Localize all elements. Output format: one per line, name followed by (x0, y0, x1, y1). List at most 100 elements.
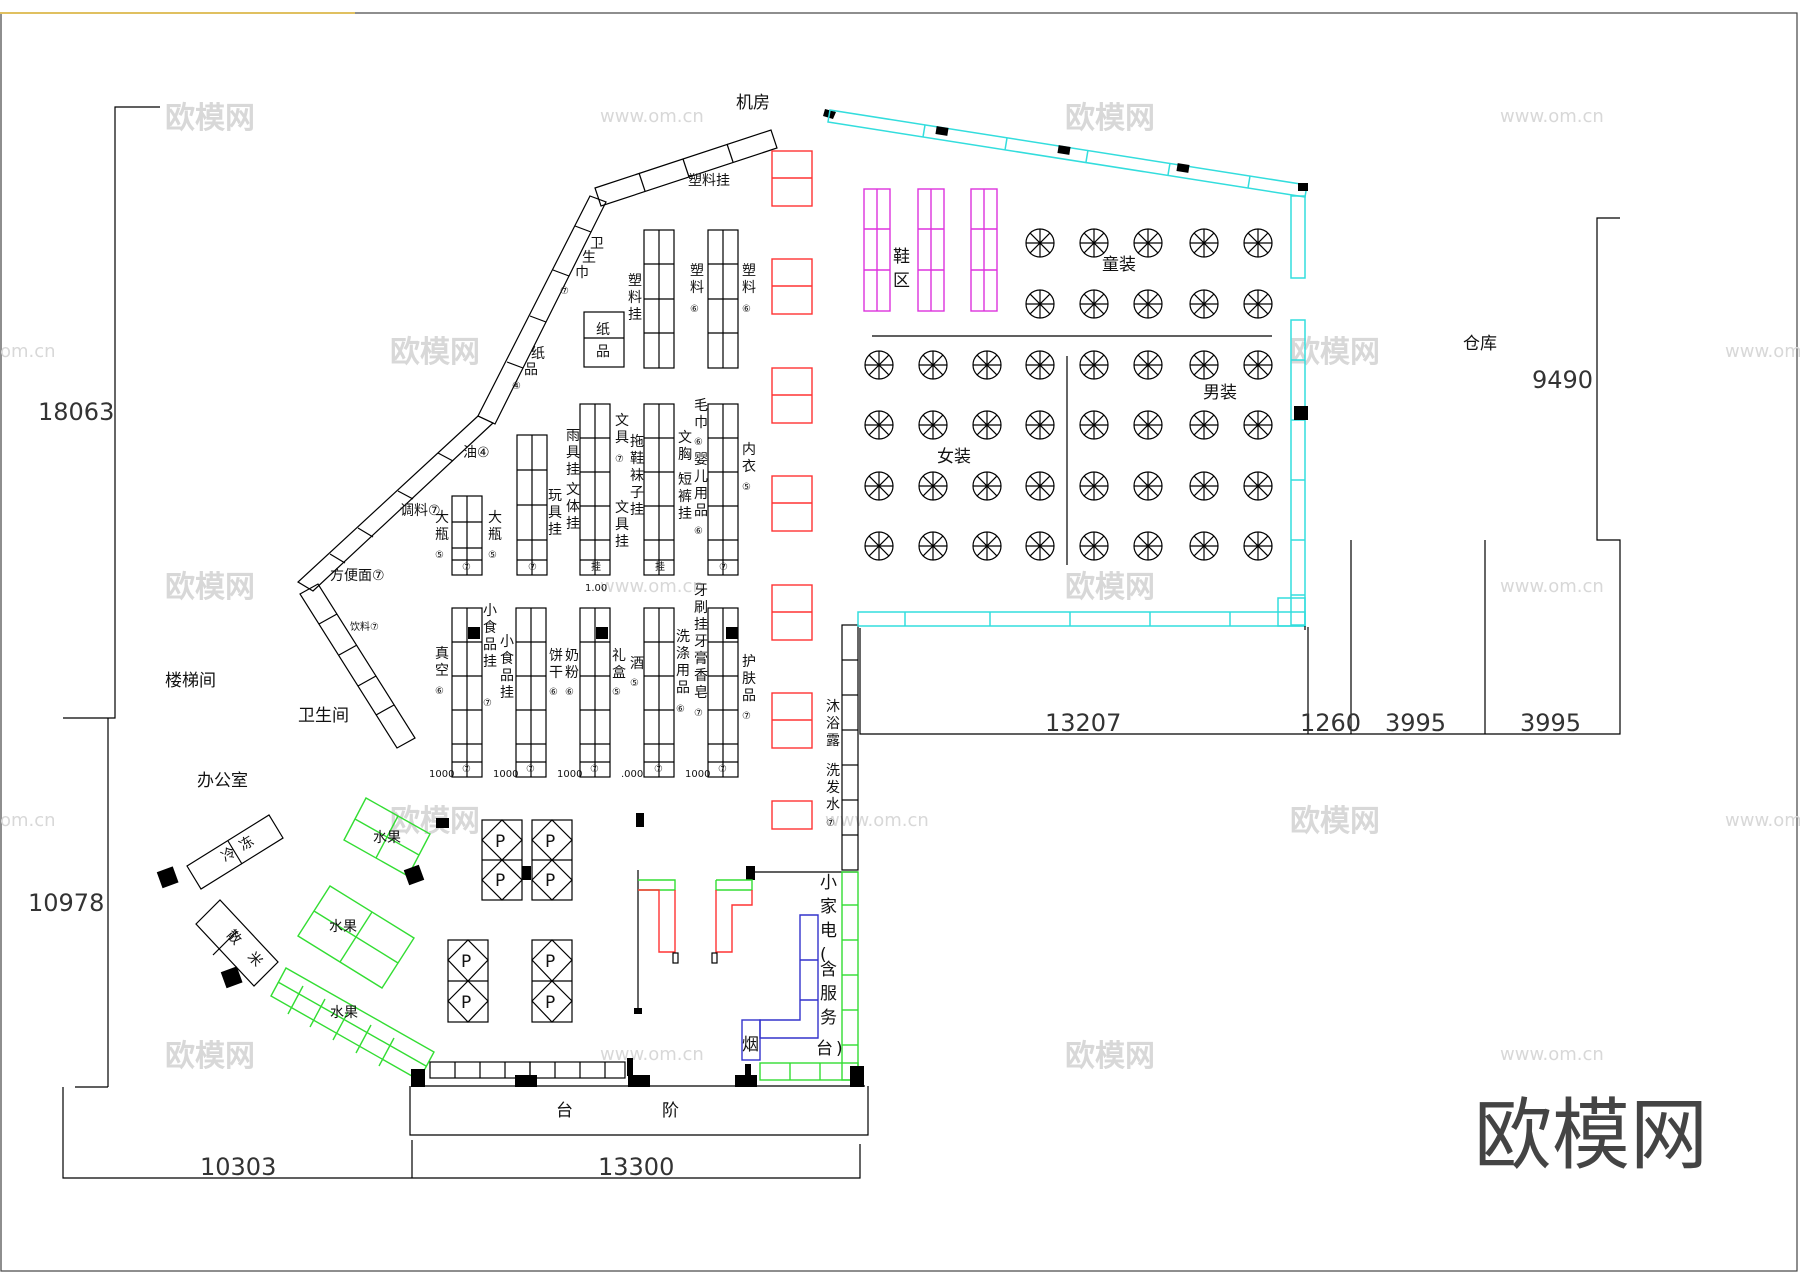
dim-right-3: 3995 (1385, 709, 1446, 737)
dim-bottom-center: 13300 (598, 1153, 674, 1181)
dim-left-top: 18063 (38, 398, 114, 426)
watermark-url: www.om.cn (600, 106, 704, 127)
label-socks: 子 (630, 485, 644, 501)
label-detergent: 品 (676, 680, 690, 696)
label-stationery2: 文 (615, 500, 629, 516)
watermark-url: www.om.cn (825, 810, 929, 831)
label-p: P (495, 832, 505, 852)
label-snacks2: 品 (500, 668, 514, 684)
label-bigvolume1: 瓶 (435, 527, 449, 543)
watermark-text: 欧模网 (1065, 1039, 1155, 1074)
label-wine: 酒 (630, 656, 644, 672)
label-stationery: 文 (615, 413, 629, 429)
label-toothpaste: ⑦ (694, 708, 703, 719)
label-plastic1: 塑 (628, 273, 642, 289)
watermark-text: 欧模网 (165, 570, 255, 605)
label-skincare: ⑦ (742, 711, 751, 722)
label-toothpaste: 膏 (694, 650, 708, 667)
label-paper: ④ (512, 381, 521, 392)
label-slippers: 拖 (630, 434, 644, 450)
label-baby: 用 (694, 486, 708, 502)
label-bigvolume2: 大 (488, 510, 502, 526)
shelf-tag: ⑦ (528, 562, 537, 573)
label-vacuum: 真 (435, 646, 449, 662)
label-service: 务 (820, 1008, 837, 1028)
label-paper-box: 品 (596, 344, 610, 360)
label-gift: 盒 (612, 664, 626, 681)
label-plastic2: 料 (690, 280, 704, 296)
shelf-paper-box (583, 311, 625, 368)
label-rain-gear: 具 (566, 445, 580, 461)
spacing-label: 1000 (493, 769, 518, 780)
label-stationery-body: 文 (566, 482, 580, 498)
clothing-rack (1243, 350, 1273, 380)
clothing-rack (972, 531, 1002, 561)
label-socks: 袜 (630, 468, 644, 484)
label-bath: 露 (826, 733, 840, 749)
clothing-wall (827, 109, 1308, 630)
label-womens: 女装 (937, 447, 971, 467)
label-service: 电 (820, 921, 837, 941)
spacing-label: 1000 (685, 769, 710, 780)
label-plastic-hang: 塑料挂 (688, 173, 730, 189)
clothing-rack (918, 471, 948, 501)
label-detergent: 洗 (676, 629, 690, 645)
label-milk: 粉 (565, 665, 579, 681)
label-biscuits: 饼 (549, 648, 563, 664)
label-service: ) (836, 1039, 843, 1059)
watermark-url: www.om.cn (600, 1044, 704, 1065)
clothing-rack (1243, 531, 1273, 561)
drawing-frame (0, 12, 1798, 1272)
site-logo: 欧模网 (1474, 1091, 1708, 1181)
label-plastic3: 塑 (742, 263, 756, 279)
clothing-rack (1079, 410, 1109, 440)
label-snacks2: 小 (500, 634, 514, 650)
label-wine: ⑤ (630, 678, 639, 689)
perimeter-shelf-left-upper (477, 195, 607, 425)
clothing-rack (1025, 289, 1055, 319)
label-snacks1: 小 (483, 603, 497, 619)
clothing-rack (864, 531, 894, 561)
label-baby: ⑥ (694, 526, 703, 537)
clothing-rack (972, 471, 1002, 501)
label-shoes: 鞋 (893, 247, 910, 267)
clothing-rack (1133, 471, 1163, 501)
label-service: ( (820, 945, 827, 965)
label-skincare: 品 (742, 688, 756, 704)
clothing-rack (864, 471, 894, 501)
clothing-rack (1189, 350, 1219, 380)
perimeter-shelf-left-diagonal (297, 415, 495, 592)
label-service: 服 (820, 984, 837, 1004)
clothing-rack (1079, 289, 1109, 319)
label-bigvolume2: ⑤ (488, 550, 497, 561)
red-lane-blocks (771, 150, 813, 830)
shelf-tag: 挂 (655, 560, 665, 573)
label-p: P (545, 993, 555, 1013)
label-shorts: 短 (678, 472, 692, 488)
label-office: 办公室 (197, 771, 248, 791)
label-service: 小 (820, 873, 837, 893)
label-rice: 米 (244, 949, 265, 970)
watermark-url: www.om.cn (1500, 1044, 1604, 1065)
label-steps: 阶 (662, 1101, 679, 1121)
label-bigvolume2: 瓶 (488, 527, 502, 543)
dim-bottom-left: 10303 (200, 1153, 276, 1181)
label-baby: 品 (694, 503, 708, 519)
label-toothbrush: 挂 (694, 617, 708, 633)
clothing-rack (1133, 350, 1163, 380)
label-toys: 具 (548, 505, 562, 521)
label-sanitary: 巾 (575, 265, 589, 281)
label-stairwell: 楼梯间 (165, 671, 216, 691)
label-fruit: 水果 (330, 1005, 358, 1021)
label-toothpaste: 皂 (694, 685, 708, 701)
spacing-label: 1000 (557, 769, 582, 780)
label-stationery2: 挂 (615, 534, 629, 550)
label-bigvolume1: ⑤ (435, 550, 444, 561)
clothing-rack (1025, 410, 1055, 440)
label-stationery: ⑦ (615, 454, 624, 465)
watermark-text: 欧模网 (1290, 335, 1380, 370)
label-towel: 毛 (694, 398, 708, 414)
label-paper-box: 纸 (596, 322, 610, 338)
label-shampoo: 洗 (826, 763, 840, 779)
shelf-bath (841, 624, 859, 871)
